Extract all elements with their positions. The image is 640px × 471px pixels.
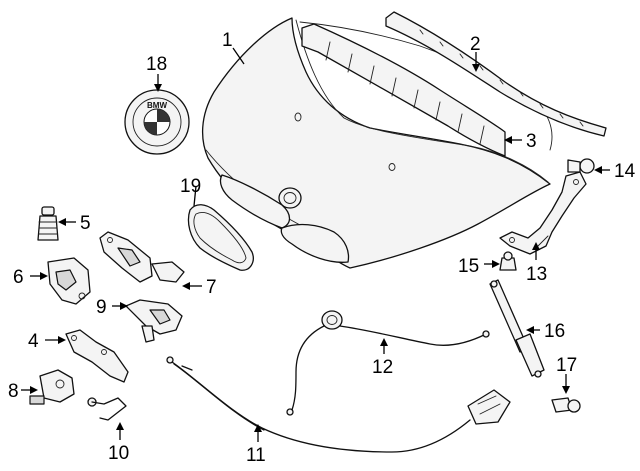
- callout-1: 1: [222, 30, 233, 51]
- callout-10: 10: [108, 443, 129, 464]
- emblem-lettering: BMW: [147, 101, 167, 110]
- emblem[interactable]: BMW: [124, 89, 190, 155]
- hood-lock[interactable]: [125, 299, 183, 343]
- hood-stop[interactable]: [499, 251, 517, 271]
- kidney-grille[interactable]: [187, 204, 254, 271]
- hood-hinge[interactable]: [499, 171, 587, 255]
- ball-stud[interactable]: [551, 397, 581, 413]
- callout-2: 2: [470, 34, 481, 55]
- callout-18: 18: [146, 54, 167, 75]
- callout-3: 3: [526, 131, 537, 152]
- hood-bumper[interactable]: [37, 206, 59, 241]
- callout-14: 14: [614, 161, 636, 182]
- gas-strut[interactable]: [489, 279, 545, 378]
- hood-switch[interactable]: [29, 369, 75, 405]
- callout-7: 7: [206, 277, 217, 298]
- hood-latch-bracket[interactable]: [65, 329, 129, 383]
- callout-8: 8: [8, 381, 19, 402]
- callout-13: 13: [526, 264, 547, 285]
- hood-grille-opening: [219, 174, 350, 263]
- hood-latch-left[interactable]: [47, 257, 91, 305]
- hood-insulator[interactable]: [301, 23, 506, 157]
- release-cable-front[interactable]: [286, 310, 490, 416]
- callout-15: 15: [458, 256, 479, 277]
- callout-12: 12: [372, 357, 393, 378]
- callout-11: 11: [246, 445, 266, 466]
- callout-16: 16: [544, 321, 565, 342]
- callout-4: 4: [28, 331, 39, 352]
- hood-support-rod[interactable]: [87, 397, 127, 421]
- callout-9: 9: [96, 297, 107, 318]
- release-cable[interactable]: [166, 356, 511, 453]
- callout-5: 5: [80, 213, 91, 234]
- hinge-clip[interactable]: [567, 158, 595, 174]
- callout-6: 6: [13, 267, 24, 288]
- callout-19: 19: [180, 176, 201, 197]
- hood-seal-strip[interactable]: [385, 11, 607, 137]
- hood-latch-right[interactable]: [99, 231, 185, 283]
- callout-17: 17: [556, 355, 577, 376]
